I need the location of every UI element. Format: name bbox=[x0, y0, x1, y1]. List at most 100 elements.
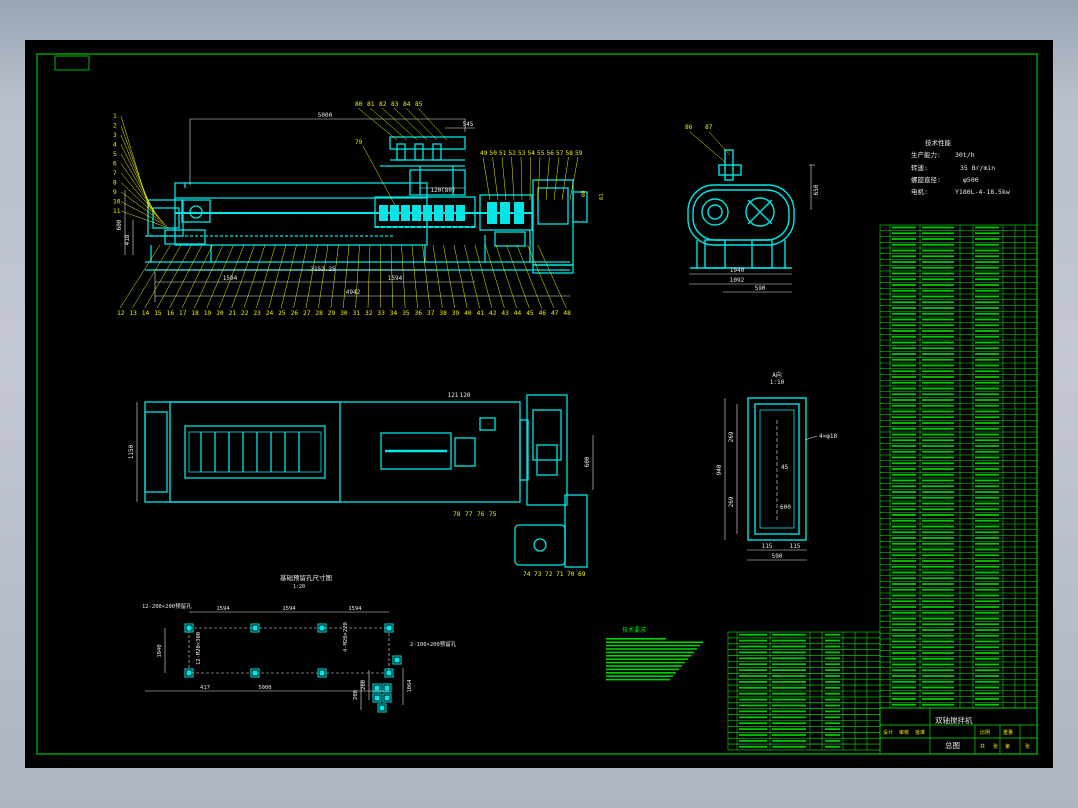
dim-5000: 5000 bbox=[318, 112, 333, 119]
found-holes-label: 12-200×200预留孔 bbox=[142, 602, 192, 610]
balloon-bottom-48: 48 bbox=[563, 310, 571, 317]
plan-balloon-77: 77 bbox=[465, 511, 473, 518]
foundation-hole bbox=[317, 668, 327, 678]
balloon-bottom-34: 34 bbox=[390, 310, 398, 317]
balloon-top-b-59: 59 bbox=[575, 150, 583, 157]
balloon-bottom-27: 27 bbox=[303, 310, 311, 317]
dim-1092: 1092 bbox=[730, 277, 745, 284]
balloon-bottom-24: 24 bbox=[266, 310, 274, 317]
plan-balloon-69: 69 bbox=[578, 571, 586, 578]
tech-label-3: 电机: bbox=[911, 187, 928, 196]
side-housing bbox=[687, 149, 795, 269]
dim-cut-600: 600 bbox=[780, 504, 791, 511]
title-cell-3: 比例 bbox=[980, 729, 990, 736]
note-line bbox=[606, 661, 685, 664]
note-line bbox=[606, 658, 688, 660]
balloon-bottom-37: 37 bbox=[427, 310, 435, 317]
drawing-sheet: 5000 545 120(80) 600 418 1594 3152.25 15… bbox=[25, 40, 1053, 768]
plan-balloon-76: 76 bbox=[477, 511, 485, 518]
foundation-bolt-small bbox=[374, 695, 380, 701]
title-cell-8: 张 bbox=[1025, 743, 1030, 750]
balloon-bottom-36: 36 bbox=[415, 310, 423, 317]
found-1594c: 1594 bbox=[348, 606, 362, 612]
dim-418: 418 bbox=[124, 234, 131, 245]
balloon-top-b-51: 51 bbox=[499, 150, 507, 157]
elev-leaders bbox=[119, 107, 579, 309]
plan-balloon-71: 71 bbox=[556, 571, 564, 578]
dim-cut-940: 940 bbox=[716, 464, 723, 475]
plan-outline bbox=[144, 394, 588, 568]
dim-600-left: 600 bbox=[116, 219, 123, 230]
balloon-bottom-16: 16 bbox=[167, 310, 175, 317]
view-a-label: A向 bbox=[772, 371, 782, 379]
tech-value-2: φ500 bbox=[963, 176, 979, 184]
foundation-hole-small bbox=[392, 655, 402, 665]
title-cell-5: 共 bbox=[980, 743, 985, 750]
balloon-60: 60 bbox=[581, 190, 587, 197]
foundation-hole bbox=[184, 623, 194, 633]
foundation-hole bbox=[250, 623, 260, 633]
balloon-bottom-14: 14 bbox=[142, 310, 150, 317]
balloon-top-b-55: 55 bbox=[537, 150, 545, 157]
dim-plan-120: 120 bbox=[460, 392, 471, 399]
foundation-hole-small bbox=[372, 693, 382, 703]
tech-value-3: Y180L-4-18.5kw bbox=[955, 188, 1010, 196]
foundation-bolt-small bbox=[384, 695, 390, 701]
note-line bbox=[606, 665, 682, 667]
foundation-hole-small bbox=[372, 683, 382, 693]
balloon-left-1: 1 bbox=[113, 113, 117, 120]
balloon-left-3: 3 bbox=[113, 132, 117, 139]
balloon-top-a-80: 80 bbox=[355, 101, 363, 108]
found-200b: 200 bbox=[361, 680, 367, 690]
balloon-top-b-49: 49 bbox=[480, 150, 488, 157]
technical-performance: 技术性能 生产能力: 30t/h 转速: 35 Br/min 螺旋直径: φ50… bbox=[911, 138, 1010, 196]
title-cell-1: 审核 bbox=[899, 729, 909, 736]
balloon-bottom-26: 26 bbox=[291, 310, 299, 317]
view-a: A向 1:10 115 115 590 940 269 269 600 45 4… bbox=[716, 371, 837, 561]
foundation-title: 基础预留孔尺寸图 bbox=[280, 573, 332, 582]
plan-balloon-78: 78 bbox=[453, 511, 461, 518]
dim-cut-269b: 269 bbox=[728, 496, 735, 507]
dim-1040: 1040 bbox=[730, 267, 745, 274]
note-line bbox=[606, 651, 694, 654]
tech-label-1: 转速: bbox=[911, 163, 928, 172]
dim-590: 590 bbox=[755, 285, 766, 292]
foundation-dims: 1594 1594 1594 12-200×200预留孔 417 5000 10… bbox=[142, 602, 457, 710]
dim-1594-a: 1594 bbox=[223, 275, 238, 282]
title-cell-7: 第 bbox=[1005, 743, 1010, 750]
foundation-hole bbox=[250, 668, 260, 678]
balloon-bottom-23: 23 bbox=[253, 310, 261, 317]
balloon-bottom-13: 13 bbox=[129, 310, 137, 317]
technical-notes: 技术要求 bbox=[606, 626, 703, 681]
balloon-bottom-44: 44 bbox=[514, 310, 522, 317]
foundation-bolt-small bbox=[374, 685, 380, 691]
title-cell-0: 设计 bbox=[883, 729, 893, 736]
found-1594a: 1594 bbox=[216, 606, 230, 612]
dim-4942: 4942 bbox=[346, 289, 361, 296]
foundation-bolt bbox=[319, 625, 325, 631]
foundation-title-group: 基础预留孔尺寸图 1:20 bbox=[280, 573, 332, 590]
balloon-top-a-83: 83 bbox=[391, 101, 399, 108]
note-line bbox=[606, 672, 676, 674]
balloon-top-b-50: 50 bbox=[490, 150, 498, 157]
balloon-87: 87 bbox=[705, 124, 713, 131]
plan-balloon-72: 72 bbox=[545, 571, 553, 578]
foundation-hole-small bbox=[382, 693, 392, 703]
dim-cut-590: 590 bbox=[772, 553, 783, 560]
foundation-bolt bbox=[386, 670, 392, 676]
view-a-frame bbox=[747, 397, 807, 541]
plan-balloon-74: 74 bbox=[523, 571, 531, 578]
foundation-bolt bbox=[252, 670, 258, 676]
foundation-hole-small bbox=[382, 683, 392, 693]
balloon-left-9: 9 bbox=[113, 189, 117, 196]
note-line bbox=[606, 655, 691, 657]
parts-entries bbox=[739, 226, 999, 748]
balloon-top-b-54: 54 bbox=[528, 150, 536, 157]
plan-balloon-73: 73 bbox=[534, 571, 542, 578]
balloon-bottom-29: 29 bbox=[328, 310, 336, 317]
balloon-bottom-20: 20 bbox=[216, 310, 224, 317]
foundation-bolt-small bbox=[394, 657, 400, 663]
found-holes2-label: 2-100×200预留孔 bbox=[410, 640, 457, 648]
balloon-left-8: 8 bbox=[113, 180, 117, 187]
